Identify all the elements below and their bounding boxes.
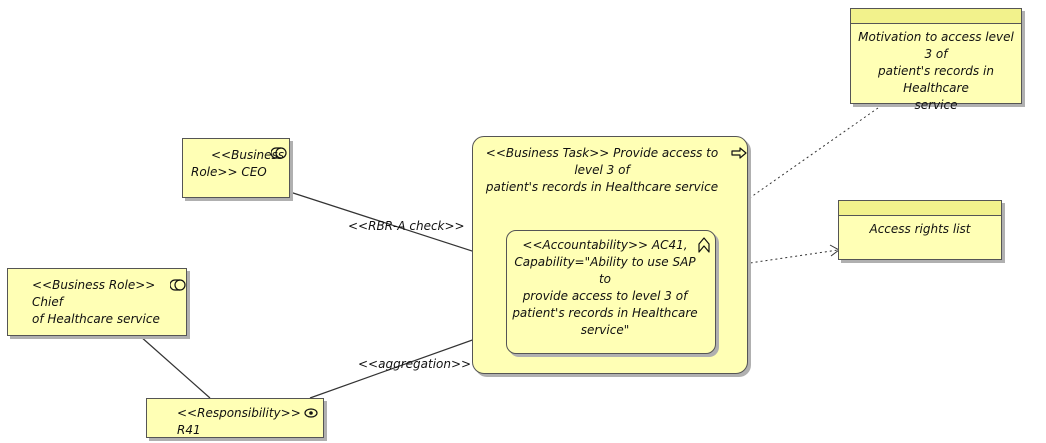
- ceo-label-line2: Role>> CEO: [191, 165, 267, 179]
- access-rights-header: [839, 201, 1001, 216]
- motivation-line2: patient's records in Healthcare: [878, 64, 994, 95]
- motivation-header: [851, 9, 1021, 24]
- capability-chevron-icon: [698, 237, 710, 253]
- motivation-line3: service: [914, 98, 958, 112]
- rbr-a-check-connector[interactable]: [289, 191, 507, 263]
- motivation-note[interactable]: Motivation to access level 3 of patient'…: [850, 8, 1022, 112]
- accountability-line2: Capability="Ability to use SAP to: [514, 255, 696, 286]
- accountability-ac41[interactable]: <<Accountability>> AC41, Capability="Abi…: [506, 230, 716, 354]
- ceo-label-line1: <<Business: [211, 148, 285, 162]
- accountability-line4: patient's records in Healthcare: [512, 306, 698, 320]
- task-label-line2: patient's records in Healthcare service: [485, 180, 719, 194]
- business-role-ceo[interactable]: <<Business Role>> CEO: [182, 138, 290, 198]
- motivation-line1: Motivation to access level 3 of: [858, 30, 1014, 61]
- accountability-line3: provide access to level 3 of: [522, 289, 688, 303]
- business-role-icon: [271, 147, 287, 159]
- responsibility-icon: [304, 408, 318, 418]
- chief-label-line1: <<Business Role>> Chief: [32, 278, 156, 309]
- responsibility-label: <<Responsibility>> R41: [177, 406, 301, 437]
- business-task-arrow-icon: [731, 147, 747, 159]
- business-role-chief[interactable]: <<Business Role>> Chief of Healthcare se…: [7, 268, 187, 336]
- access-rights-label: Access rights list: [869, 222, 971, 236]
- rbr-a-check-label: <<RBR-A check>>: [348, 219, 465, 233]
- chief-responsibility-connector[interactable]: [139, 335, 211, 399]
- chief-label-line2: of Healthcare service: [32, 312, 160, 326]
- responsibility-r41[interactable]: <<Responsibility>> R41: [146, 398, 324, 438]
- accountability-line1: <<Accountability>> AC41,: [522, 238, 688, 252]
- motivation-influence-connector[interactable]: [703, 107, 879, 231]
- access-rights-list[interactable]: Access rights list: [838, 200, 1002, 260]
- accountability-line5: service": [580, 323, 630, 337]
- aggregation-label: <<aggregation>>: [358, 357, 472, 371]
- business-role-icon: [170, 279, 186, 291]
- task-label-line1: <<Business Task>> Provide access to leve…: [485, 146, 719, 177]
